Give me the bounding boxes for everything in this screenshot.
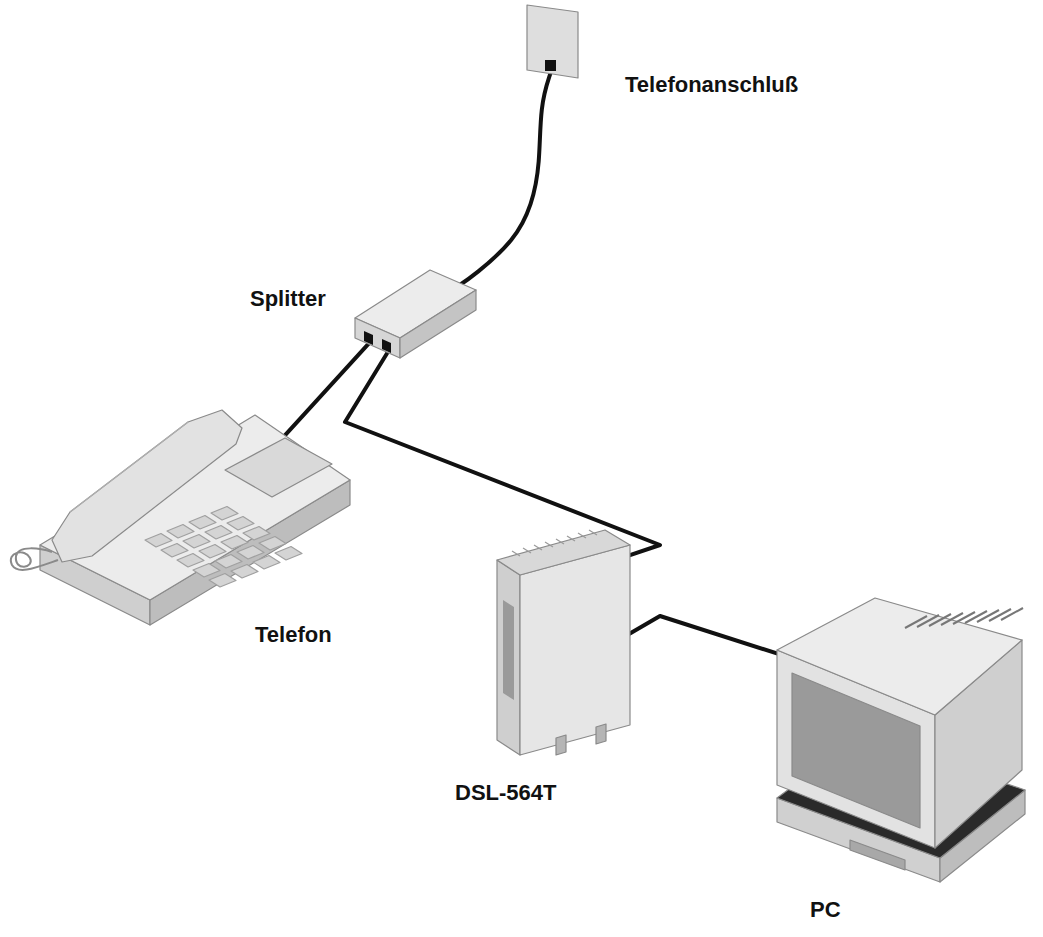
vent-slot — [578, 533, 586, 538]
key-button — [189, 516, 216, 530]
cable — [628, 616, 795, 659]
vent-slot — [941, 613, 963, 625]
device-label: PC — [810, 897, 841, 923]
key-button — [145, 534, 172, 548]
vent-slot — [589, 530, 597, 535]
key-button — [167, 525, 194, 539]
vent-slot — [1001, 608, 1023, 620]
personal-computer — [777, 598, 1025, 882]
key-button — [237, 546, 264, 560]
key-button — [259, 537, 286, 551]
vent-slot — [965, 611, 987, 623]
dsl-modem — [497, 530, 630, 755]
splitter-box — [355, 270, 476, 358]
device-node: Telefon — [8, 400, 356, 630]
device-node: DSL-564T — [490, 528, 635, 760]
vent-slot — [567, 536, 575, 541]
vent-slot — [989, 609, 1011, 621]
key-button — [231, 565, 258, 579]
vent-slot — [929, 614, 951, 626]
key-button — [183, 535, 210, 549]
wall-socket — [527, 5, 578, 78]
key-button — [253, 556, 280, 570]
key-button — [177, 554, 204, 568]
device-node: PC — [770, 592, 1032, 884]
key-button — [209, 574, 236, 588]
vent-slot — [917, 615, 939, 627]
vent-slot — [534, 545, 542, 550]
key-button — [193, 564, 220, 578]
key-button — [227, 517, 254, 531]
device-node: Splitter — [350, 268, 478, 360]
key-button — [211, 507, 238, 521]
vent-slot — [545, 542, 553, 547]
cable — [345, 349, 660, 556]
telephone — [11, 410, 350, 625]
key-button — [221, 536, 248, 550]
key-button — [199, 545, 226, 559]
vent-slot — [556, 539, 564, 544]
key-button — [205, 526, 232, 540]
device-label: Telefon — [255, 622, 332, 648]
vent-slot — [523, 548, 531, 553]
vent-slot — [512, 551, 520, 556]
key-button — [215, 555, 242, 569]
key-button — [243, 527, 270, 541]
key-button — [161, 544, 188, 558]
device-label: Splitter — [250, 286, 326, 312]
cable — [455, 72, 551, 289]
device-label: Telefonanschluß — [625, 72, 798, 98]
device-node: Telefonanschluß — [520, 5, 582, 79]
key-button — [275, 547, 302, 561]
device-label: DSL-564T — [455, 780, 556, 806]
vent-slot — [953, 612, 975, 624]
vent-slot — [977, 610, 999, 622]
vent-slot — [905, 616, 927, 628]
